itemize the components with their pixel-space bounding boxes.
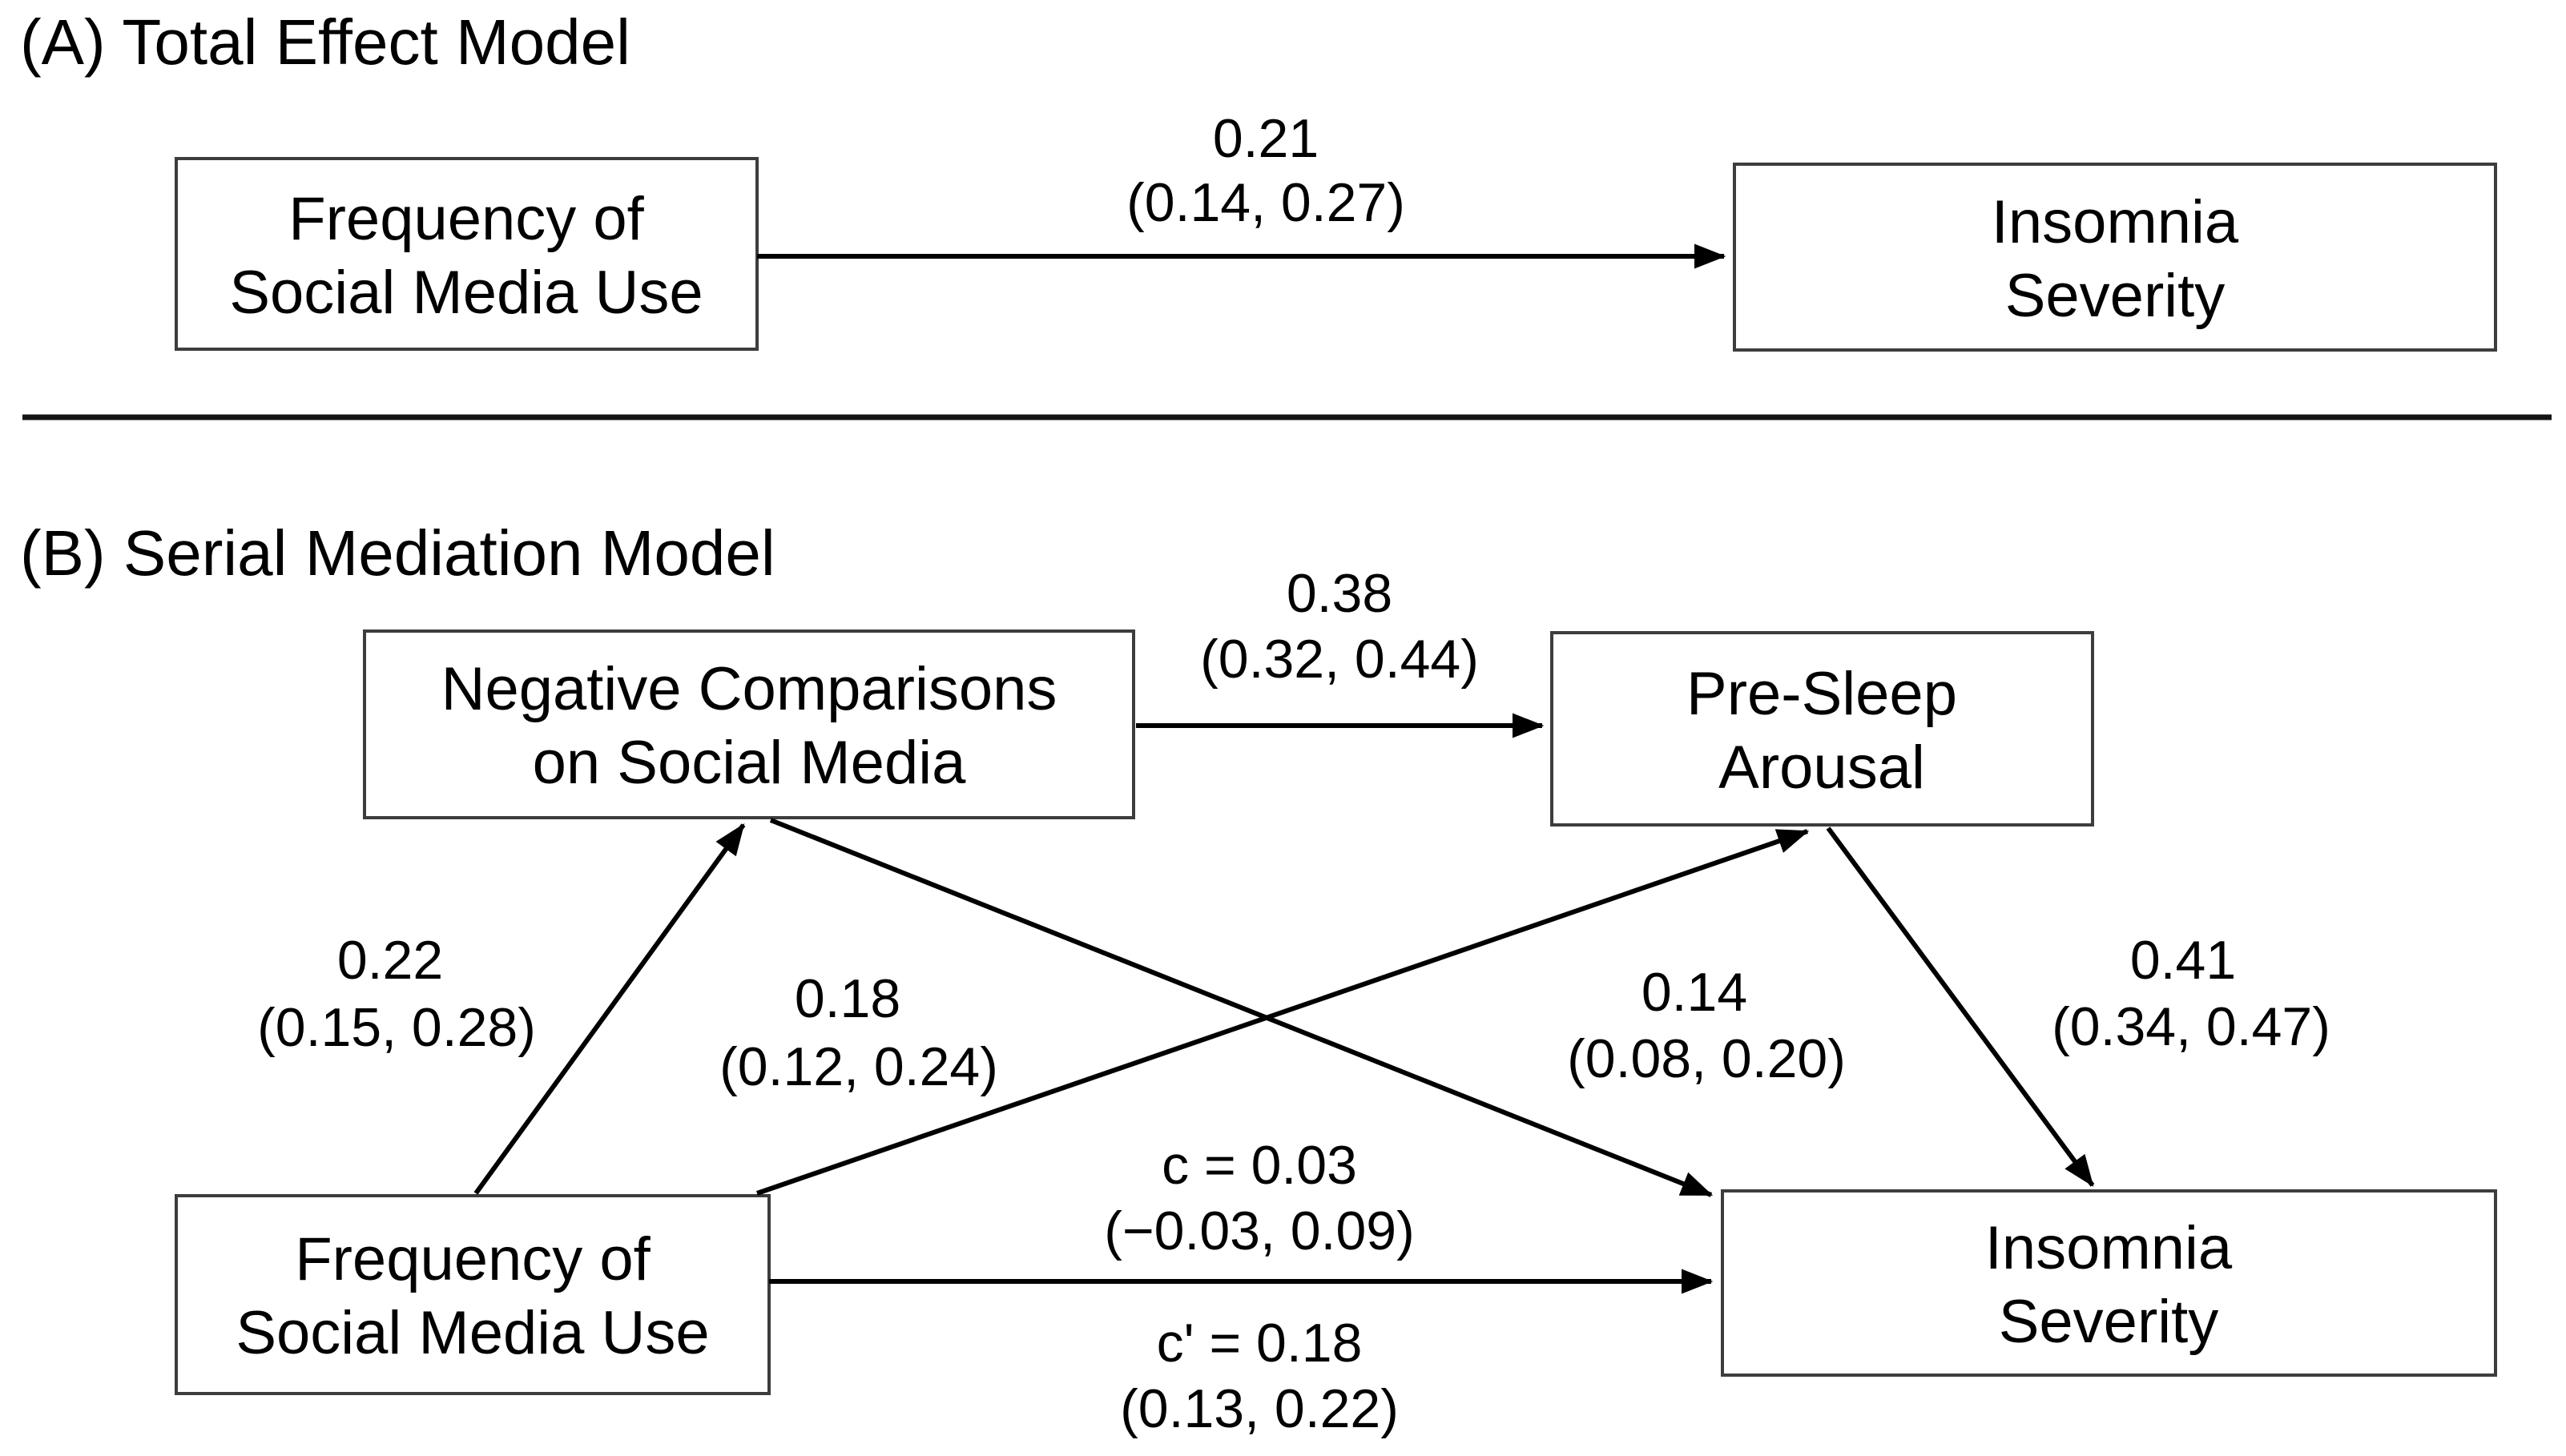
node-box: [175, 157, 759, 351]
path-direct-effect-b-ci: (0.13, 0.22): [1120, 1378, 1399, 1439]
panel-b: (B) Serial Mediation Model Negative Comp…: [20, 517, 2497, 1439]
path-nc-to-psa-ci: (0.32, 0.44): [1200, 629, 1479, 690]
panel-a-title: (A) Total Effect Model: [20, 6, 630, 78]
path-direct-effect-b: c = 0.03 (−0.03, 0.09) c' = 0.18 (0.13, …: [769, 1135, 1714, 1439]
path-psa-to-insomnia-ci: (0.34, 0.47): [2052, 996, 2330, 1057]
node-frequency-social-media-use-b: Frequency of Social Media Use: [175, 1194, 771, 1395]
path-total-effect-a-ci: (0.14, 0.27): [1126, 172, 1405, 233]
node-label-line2: Social Media Use: [229, 259, 703, 327]
node-negative-comparisons: Negative Comparisons on Social Media: [363, 629, 1135, 819]
node-box: [363, 629, 1135, 819]
path-nc-to-insomnia-estimate: 0.14: [1642, 962, 1747, 1023]
path-fsmu-to-psa-ci: (0.12, 0.24): [719, 1036, 998, 1097]
path-nc-to-psa-estimate: 0.38: [1287, 563, 1392, 624]
node-insomnia-severity-b: Insomnia Severity: [1721, 1189, 2497, 1377]
panel-b-title: (B) Serial Mediation Model: [20, 517, 775, 589]
path-total-effect-a: 0.21 (0.14, 0.27): [757, 108, 1726, 269]
node-label-line2: Severity: [1999, 1288, 2219, 1356]
path-fsmu-to-psa-line: [756, 829, 1810, 1196]
path-total-effect-b-estimate: c = 0.03: [1162, 1135, 1357, 1196]
node-pre-sleep-arousal: Pre-Sleep Arousal: [1550, 631, 2094, 827]
panel-a: (A) Total Effect Model Frequency of Soci…: [20, 6, 2497, 352]
path-fsmu-to-psa-estimate: 0.18: [795, 968, 900, 1029]
path-nc-to-insomnia: 0.14 (0.08, 0.20): [769, 818, 1846, 1197]
node-label-line1: Insomnia: [1985, 1214, 2233, 1282]
node-frequency-social-media-use-a: Frequency of Social Media Use: [175, 157, 759, 351]
path-direct-effect-b-estimate: c' = 0.18: [1157, 1313, 1363, 1374]
path-psa-to-insomnia-line: [1826, 827, 2095, 1187]
node-label-line1: Pre-Sleep: [1686, 660, 1957, 728]
node-box: [175, 1194, 771, 1395]
path-nc-to-psa: 0.38 (0.32, 0.44): [1136, 563, 1545, 738]
path-psa-to-insomnia-estimate: 0.41: [2130, 930, 2236, 991]
path-fsmu-to-psa: 0.18 (0.12, 0.24): [719, 829, 1810, 1196]
node-label-line1: Frequency of: [295, 1225, 651, 1293]
node-label-line1: Negative Comparisons: [441, 655, 1057, 723]
node-label-line1: Frequency of: [288, 185, 644, 253]
path-fsmu-to-nc: 0.22 (0.15, 0.28): [257, 823, 746, 1195]
node-box: [1550, 631, 2094, 827]
node-box: [1733, 163, 2497, 352]
path-nc-to-insomnia-line: [769, 818, 1714, 1197]
node-label-line1: Insomnia: [1992, 188, 2239, 256]
node-insomnia-severity-a: Insomnia Severity: [1733, 163, 2497, 352]
node-label-line2: Social Media Use: [236, 1299, 709, 1367]
node-label-line2: Severity: [2005, 262, 2226, 330]
path-total-effect-b-ci: (−0.03, 0.09): [1104, 1201, 1414, 1261]
path-fsmu-to-nc-estimate: 0.22: [337, 930, 443, 991]
node-box: [1721, 1189, 2497, 1377]
path-total-effect-a-estimate: 0.21: [1213, 108, 1319, 169]
node-label-line2: on Social Media: [533, 729, 966, 797]
path-psa-to-insomnia: 0.41 (0.34, 0.47): [1826, 827, 2330, 1187]
node-label-line2: Arousal: [1718, 734, 1925, 802]
path-fsmu-to-nc-line: [473, 823, 746, 1195]
path-nc-to-insomnia-ci: (0.08, 0.20): [1567, 1028, 1846, 1089]
path-fsmu-to-nc-ci: (0.15, 0.28): [257, 997, 536, 1058]
